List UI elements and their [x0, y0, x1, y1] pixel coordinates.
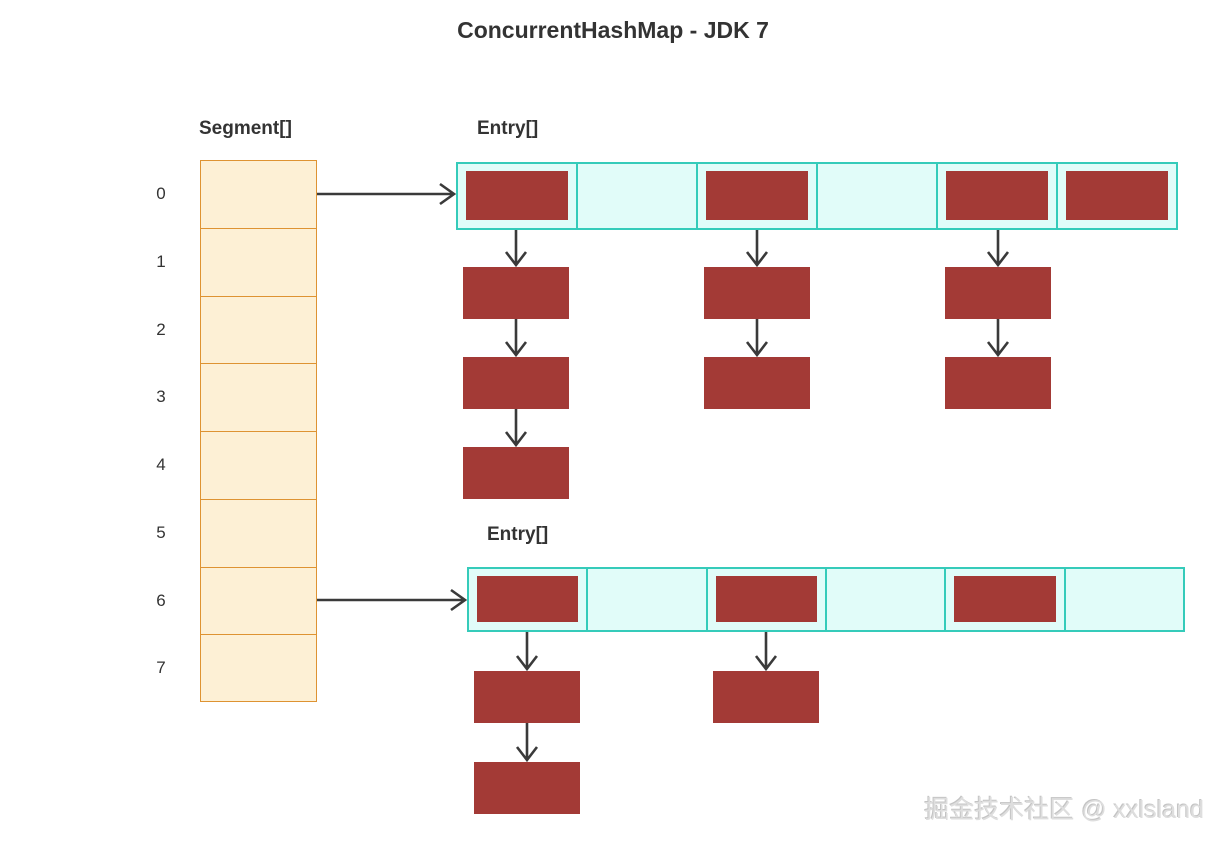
entry-cell-0-4 — [938, 164, 1058, 228]
entry-cell-0-2 — [698, 164, 818, 228]
segment-cell-6 — [200, 566, 317, 635]
entry-array-label: Entry[] — [477, 118, 539, 139]
chain-entry-node — [463, 357, 569, 409]
entry-cell-1-0 — [469, 569, 589, 630]
segment-array-label: Segment[] — [199, 118, 292, 139]
chain-entry-node — [463, 267, 569, 319]
entry-cell-1-5 — [1066, 569, 1183, 630]
segment-cell-1 — [200, 227, 317, 296]
chain-entry-node — [704, 267, 810, 319]
chain-entry-node — [474, 762, 580, 814]
next-pointer-arrow — [504, 319, 528, 358]
segment-index-label: 6 — [156, 590, 166, 610]
hash-entry-node — [715, 576, 817, 622]
hash-entry-node — [954, 576, 1056, 622]
hash-entry-node — [477, 576, 579, 622]
segment-index-label: 0 — [156, 184, 166, 203]
entry-array-1 — [467, 567, 1185, 632]
entry-cell-0-3 — [818, 164, 938, 228]
segment-index-label: 1 — [156, 251, 166, 271]
entry-cell-0-0 — [458, 164, 578, 228]
hash-entry-node — [1066, 171, 1168, 220]
segment-index-label: 7 — [156, 658, 166, 678]
entry-cell-0-1 — [578, 164, 698, 228]
segment-cell-4 — [200, 431, 317, 499]
chain-entry-node — [474, 671, 580, 723]
segment-index-label: 2 — [156, 319, 166, 339]
entry-cell-1-3 — [827, 569, 947, 630]
next-pointer-arrow — [745, 319, 769, 358]
segment-cell-7 — [200, 634, 317, 702]
segment-index-label: 4 — [156, 455, 166, 474]
chain-entry-node — [713, 671, 819, 723]
segment-index-label: 3 — [156, 387, 166, 407]
watermark: 掘金技术社区 @ xxlsland — [924, 796, 1204, 824]
entry-array-0 — [456, 162, 1178, 230]
segment-cell-3 — [200, 363, 317, 431]
entry-cell-1-1 — [588, 569, 708, 630]
segment-cell-0 — [200, 160, 317, 228]
chain-entry-node — [463, 447, 569, 499]
segment-to-table-arrow — [317, 588, 468, 612]
next-pointer-arrow — [515, 723, 539, 763]
segment-cell-2 — [200, 295, 317, 364]
hash-entry-node — [946, 171, 1048, 220]
entry-cell-0-5 — [1058, 164, 1176, 228]
hash-entry-node — [706, 171, 808, 220]
diagram-title: ConcurrentHashMap - JDK 7 — [457, 17, 769, 43]
chain-entry-node — [945, 357, 1051, 409]
entry-cell-1-2 — [708, 569, 827, 630]
hash-entry-node — [466, 171, 568, 220]
entry-cell-1-4 — [946, 569, 1066, 630]
segment-index-label: 5 — [156, 522, 166, 542]
entry-array-label: Entry[] — [487, 524, 549, 545]
segment-to-table-arrow — [317, 182, 457, 206]
chain-entry-node — [704, 357, 810, 409]
chain-entry-node — [945, 267, 1051, 319]
next-pointer-arrow — [504, 409, 528, 448]
next-pointer-arrow — [986, 319, 1010, 358]
segment-cell-5 — [200, 498, 317, 567]
